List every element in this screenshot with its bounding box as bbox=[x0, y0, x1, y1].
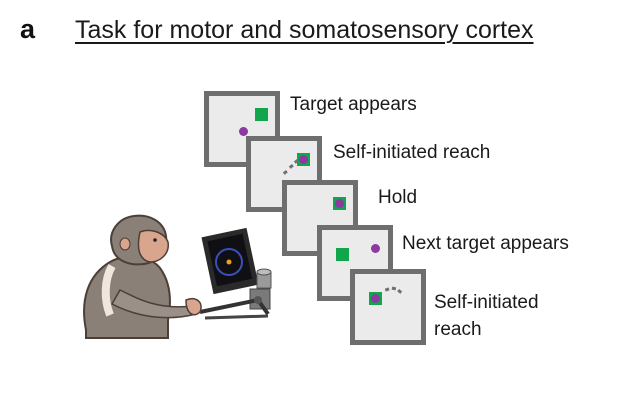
monkey-hand bbox=[185, 298, 202, 316]
monkey bbox=[83, 214, 202, 339]
reach-trail bbox=[384, 286, 403, 294]
monkey-ear bbox=[119, 237, 131, 251]
cursor-dot bbox=[299, 155, 308, 164]
step-label-5: Self-initiated reach bbox=[434, 289, 539, 343]
panel-title: Task for motor and somatosensory cortex bbox=[75, 16, 534, 44]
monkey-chest bbox=[101, 264, 116, 317]
panel-letter: a bbox=[20, 14, 36, 44]
reach-trail bbox=[282, 158, 299, 175]
monitor-dot bbox=[226, 259, 232, 265]
cursor-dot bbox=[371, 244, 380, 253]
step-label-3: Hold bbox=[378, 187, 418, 208]
task-frame-5 bbox=[350, 269, 426, 345]
manipulandum bbox=[199, 268, 272, 320]
target-square bbox=[255, 108, 268, 121]
step-label-1: Target appears bbox=[290, 94, 417, 115]
monkey-eye bbox=[153, 238, 157, 242]
step-label-5-line1: Self-initiated bbox=[434, 292, 539, 313]
cursor-dot bbox=[335, 199, 344, 208]
step-label-4: Next target appears bbox=[402, 233, 569, 254]
cursor-dot bbox=[239, 127, 248, 136]
monitor bbox=[201, 227, 259, 295]
target-square bbox=[336, 248, 349, 261]
manipulandum-arm-1 bbox=[199, 298, 259, 314]
monkey-face bbox=[137, 229, 169, 263]
cursor-dot bbox=[371, 294, 380, 303]
step-label-2: Self-initiated reach bbox=[333, 142, 491, 163]
monitor-ring bbox=[215, 248, 243, 276]
step-label-5-line2: reach bbox=[434, 319, 482, 340]
